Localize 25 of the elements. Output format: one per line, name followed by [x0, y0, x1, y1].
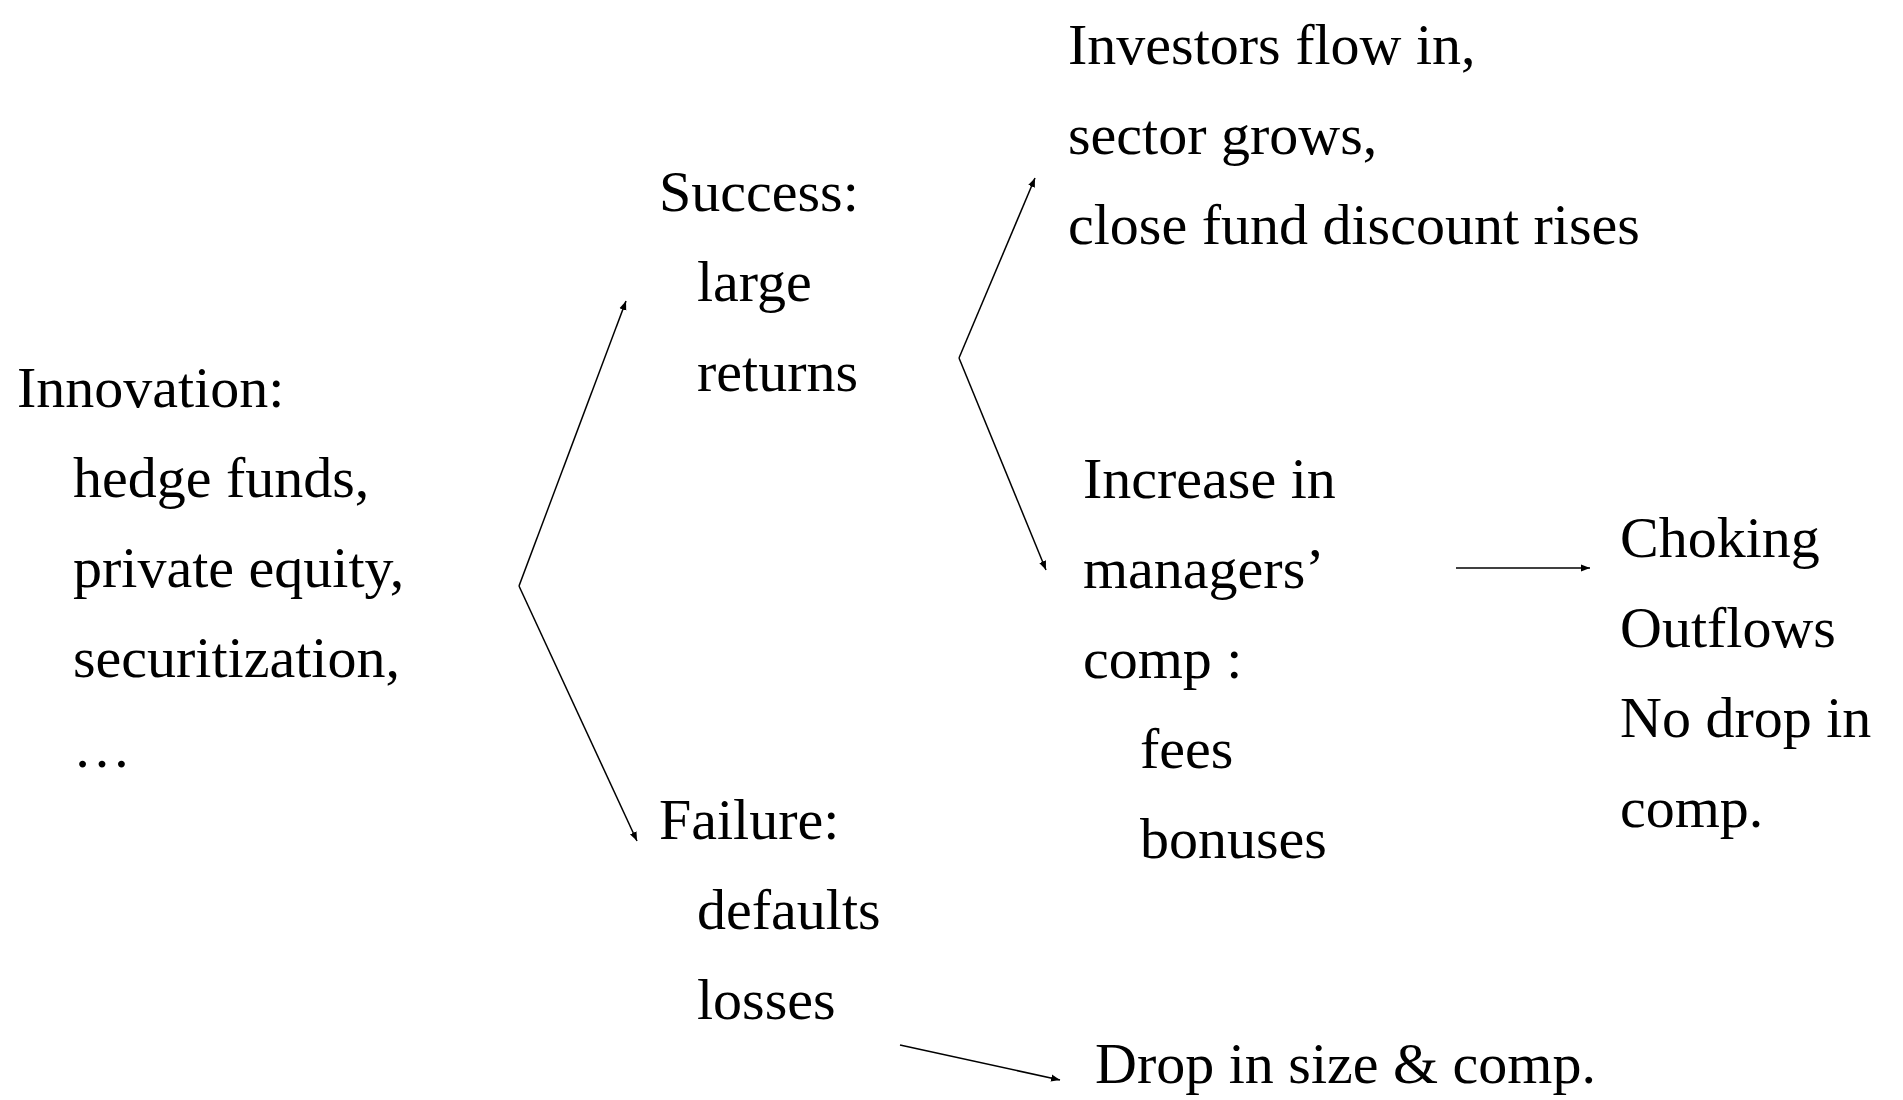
- node-heading: Increase in managers’ comp :: [1083, 446, 1336, 691]
- node-heading: Failure:: [659, 787, 840, 852]
- node-text: hedge funds,: [73, 445, 370, 510]
- node-text: close fund discount rises: [1068, 192, 1640, 257]
- node-text: sector grows,: [1068, 102, 1378, 167]
- node-heading: Success:: [659, 159, 859, 224]
- node-text: No drop in comp.: [1620, 685, 1872, 840]
- arrow: [518, 300, 627, 587]
- node-heading: Choking Outflows: [1620, 505, 1836, 660]
- node-text: securitization,: [73, 625, 400, 690]
- node-text: …: [73, 715, 131, 780]
- arrow: [1455, 564, 1591, 572]
- node-text: fees: [1140, 716, 1234, 781]
- arrow: [899, 1044, 1061, 1082]
- node-text: private equity,: [73, 535, 405, 600]
- arrow: [958, 357, 1047, 571]
- node-text: Drop in size & comp.: [1095, 1031, 1596, 1096]
- node-text: bonuses: [1140, 806, 1327, 871]
- node-text: losses: [697, 967, 836, 1032]
- node-heading: Investors flow in,: [1068, 12, 1476, 77]
- node-heading: Innovation:: [17, 355, 285, 420]
- node-text: defaults: [697, 877, 881, 942]
- arrow: [958, 177, 1036, 359]
- node-text: large returns: [697, 249, 859, 404]
- arrow: [518, 585, 638, 842]
